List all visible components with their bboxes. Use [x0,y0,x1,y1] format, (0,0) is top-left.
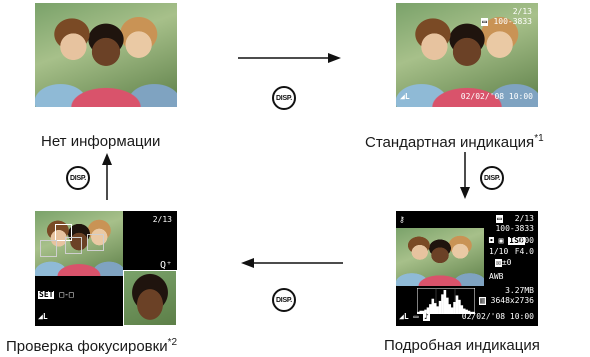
screen-focus-check: 2/13 Q⁺ SET □-□ ◢L [35,211,177,326]
image-counter: 2/13 [152,215,172,224]
recording-mode-icon: ◢L [400,92,410,101]
histogram-bar [438,300,442,314]
histogram-bar [453,302,456,314]
resolution-value: 3648x2736 [490,296,534,305]
exposure-comp: ☒±0 [495,258,512,267]
histogram-bar [455,295,459,314]
focus-zoom-preview [123,270,177,326]
caption-focus-text: Проверка фокусировки [6,338,168,355]
photo [396,228,484,286]
camera-icon: ◘ ▣ ISO [489,236,525,245]
histogram-bar [472,311,475,314]
photo [35,3,177,107]
histogram-bar [465,309,468,314]
caption-focus-note: *2 [167,337,178,348]
histogram-bar [426,307,430,314]
arrow-up [102,153,112,200]
shooting-datetime: 02/02/'08 10:00 [460,92,533,101]
arrow-right [238,53,341,63]
af-frame [65,237,82,254]
screen-detailed: ⚷ ▭ 2/13 100-3833 ◘ ▣ ISO 200 1/10 F4.0 … [396,211,538,326]
photo [396,3,538,107]
histogram-bar [441,294,444,314]
photo [35,211,123,276]
resolution: ▥ 3648x2736 [478,296,534,305]
image-counter: 2/13 [512,7,532,16]
histogram-bar [467,310,471,314]
af-frame [55,224,72,241]
caption-detailed: Подробная индикация [384,337,540,354]
exposure-comp-value: ±0 [501,258,512,267]
folder-number: 100-3833 [493,17,532,26]
set-value: □-□ [59,290,74,299]
arrow-down [460,152,470,199]
histogram-bar [429,304,432,314]
screen-no-info [35,3,177,107]
shutter-speed: 1/10 [489,247,509,256]
histogram-bar [419,310,423,314]
disp-button-top[interactable]: DISP. [272,86,296,110]
disp-button-left[interactable]: DISP. [66,166,90,190]
set-label: SET [38,290,55,299]
compression-icon: ▭ [481,17,488,26]
histogram-bar [446,297,449,314]
histogram-bar [431,298,435,314]
disp-button-bottom[interactable]: DISP. [272,288,296,312]
screen-standard: 2/13 100-3833 ▭ ◢L 02/02/'08 10:00 [396,3,538,107]
disp-button-right[interactable]: DISP. [480,166,504,190]
histogram-bar [433,303,437,314]
histogram-bar [424,309,427,314]
caption-standard-note: *1 [534,133,544,144]
recording-mode-icon: ◢L ▭ ♪ [399,312,430,321]
histogram-bar [450,307,454,314]
histogram-bar [436,306,439,314]
caption-focus-check: Проверка фокусировки*2 [6,337,177,355]
zoom-icon: Q⁺ [159,260,172,271]
histogram-bar [458,299,461,314]
caption-standard: Стандартная индикация*1 [365,133,544,151]
aperture-value: F4.0 [514,247,534,256]
iso-value: 200 [519,236,534,245]
histogram [417,288,475,314]
af-frame [87,234,104,251]
file-size: 3.27MB [505,286,534,295]
folder-number: 100-3833 [495,224,534,233]
caption-no-info: Нет информации [41,133,161,150]
histogram-bar [443,290,447,314]
histogram-bar [470,311,473,314]
image-counter: 2/13 [514,214,534,223]
recording-mode-icon: ◢L [38,312,48,321]
histogram-bar [417,311,420,314]
arrow-left [241,258,343,268]
histogram-bar [421,310,425,314]
protect-icon: ⚷ [399,215,405,224]
caption-standard-text: Стандартная индикация [365,134,535,151]
histogram-bar [448,304,452,314]
shooting-datetime: 02/02/'08 10:00 [461,312,534,321]
set-control[interactable]: SET □-□ [38,291,74,299]
battery-icon: ▭ [496,214,503,223]
histogram-bar [460,305,464,314]
histogram-bar [462,308,466,314]
white-balance-icon: AWB [489,272,504,281]
af-frame [40,240,57,257]
